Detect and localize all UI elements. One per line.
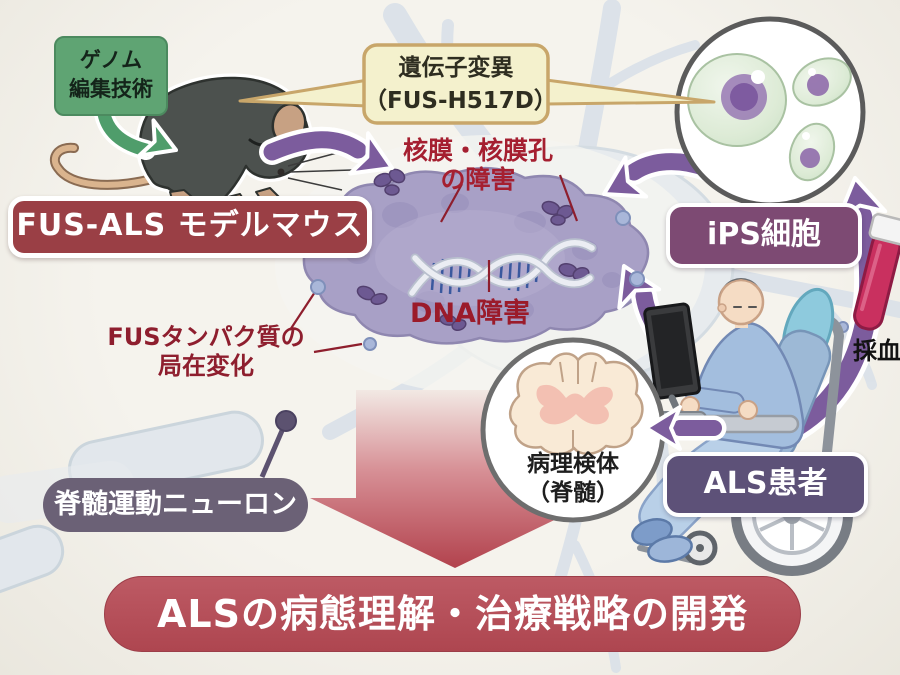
arrow-patient-to-specimen (644, 405, 727, 451)
als-patient-label: ALS患者 (663, 452, 868, 517)
motor-neuron-pin (259, 410, 297, 478)
blood-tube-icon (853, 213, 900, 331)
nuclear-pore-clusters (356, 168, 590, 332)
pathology-circle (480, 337, 666, 523)
gene-mutation-label: 遺伝子変異 （FUS-H517D） (364, 55, 557, 115)
ips-cells-label: iPS細胞 (666, 203, 862, 268)
genome-editing-label: ゲノム 編集技術 (54, 36, 168, 116)
gene-mutation-callout (238, 43, 716, 125)
blood-draw-label: 採血 (853, 337, 900, 365)
monitor (643, 302, 702, 400)
arrow-mouse-to-nucleus (259, 126, 394, 176)
dna-damage-annotation: DNA障害 (410, 298, 530, 329)
mouse-illustration (49, 73, 353, 225)
model-mouse-label: FUS-ALS モデルマウス (8, 196, 372, 258)
nucleus-illustration (302, 166, 650, 345)
spinal-cord-section (508, 352, 644, 456)
fus-protein-dots (310, 210, 849, 351)
damage-pointer-lines (289, 174, 579, 354)
ips-cell-circle (674, 16, 866, 208)
nuclear-damage-annotation: 核膜・核膜孔 の障害 (402, 136, 553, 195)
fus-protein-annotation: FUSタンパク質の 局在変化 (107, 323, 305, 380)
dna-helix (407, 238, 597, 298)
genome-editing-arrow (94, 104, 178, 160)
motor-neuron-label: 脊髄運動ニューロン (43, 478, 308, 532)
pathology-specimen-label: 病理検体 （脊髄） (527, 451, 619, 506)
outcome-banner: ALSの病態理解・治療戦略の開発 (104, 576, 801, 652)
